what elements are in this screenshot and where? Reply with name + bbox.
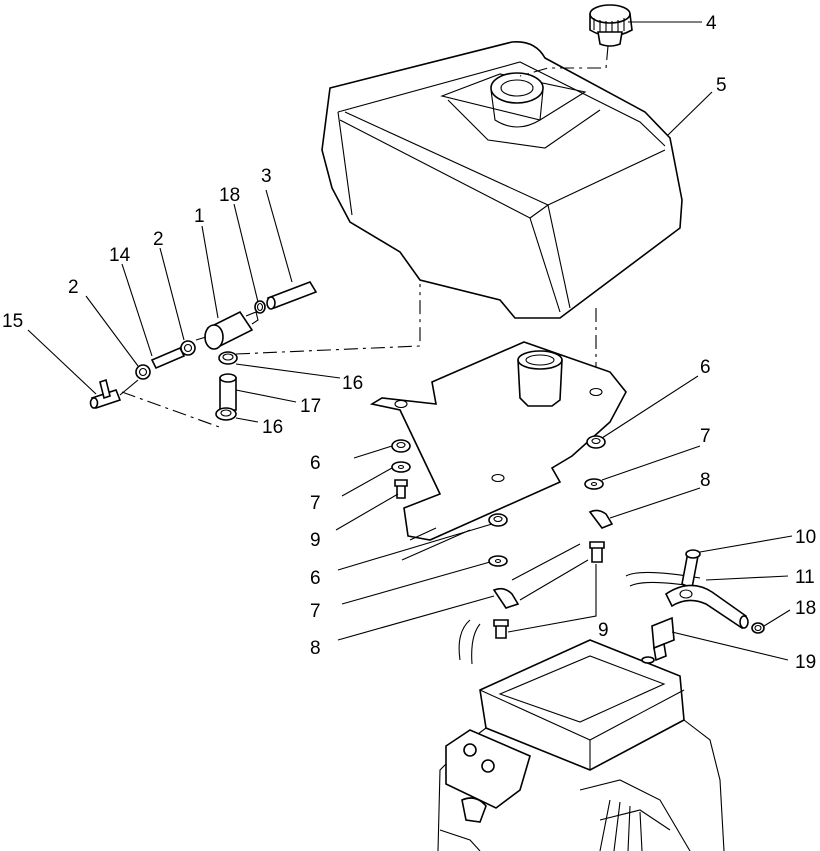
callout-9-left: 9 (310, 530, 321, 551)
leader-lines (27, 21, 793, 661)
callout-6-right: 6 (700, 357, 711, 378)
callout-10: 10 (795, 527, 816, 548)
callout-9-right: 9 (598, 620, 609, 641)
callout-8-center: 8 (310, 638, 321, 659)
fuel-line-assembly (641, 549, 765, 664)
callout-3: 3 (261, 166, 272, 187)
callout-8-right: 8 (700, 470, 711, 491)
callout-2-lower: 2 (68, 277, 79, 298)
callout-19: 19 (795, 652, 816, 673)
fuel-cap (589, 4, 633, 47)
callout-18-line: 18 (795, 598, 816, 619)
hardware-stack-left (391, 439, 411, 499)
callout-7-center: 7 (310, 601, 321, 622)
callout-2-upper: 2 (153, 229, 164, 250)
callout-1: 1 (194, 206, 205, 227)
callout-7-left: 7 (310, 493, 321, 514)
callout-15: 15 (2, 311, 23, 332)
callout-14: 14 (109, 245, 131, 266)
callout-16-upper: 16 (342, 373, 363, 394)
callout-6-center: 6 (310, 568, 321, 589)
hardware-stack-center (488, 513, 520, 639)
callout-labels: 4 5 3 18 1 2 14 2 15 16 17 16 6 7 9 6 7 … (2, 13, 816, 673)
engine (401, 527, 725, 851)
callout-4: 4 (706, 13, 717, 34)
hardware-stack-right (584, 435, 614, 563)
callout-7-right: 7 (700, 426, 711, 447)
callout-17: 17 (300, 396, 321, 417)
callout-5: 5 (716, 75, 727, 96)
callout-18-filter: 18 (219, 185, 240, 206)
callout-16-lower: 16 (262, 417, 283, 438)
callout-11: 11 (795, 567, 815, 588)
callout-6-left: 6 (310, 453, 321, 474)
fuel-tank (321, 41, 683, 319)
mounting-plate (369, 341, 627, 541)
fuel-filter-assembly (89, 281, 318, 421)
